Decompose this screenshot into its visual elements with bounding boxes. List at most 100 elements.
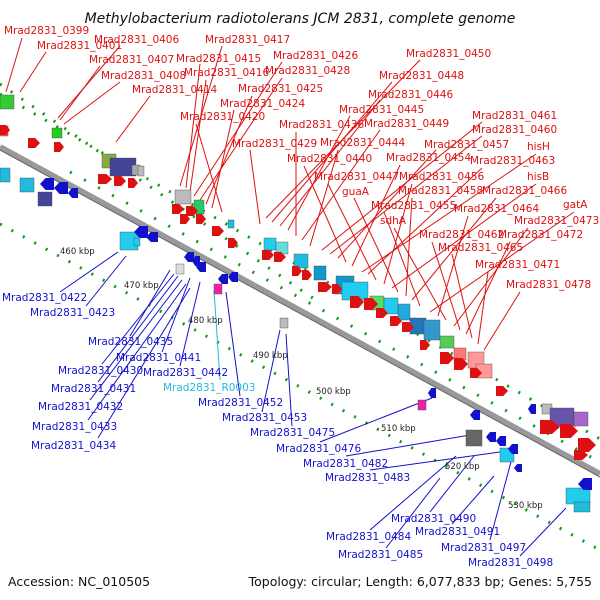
gene-label[interactable]: Mrad2831_0449 [364, 118, 449, 130]
leader-line [353, 197, 399, 293]
gene-block [19, 177, 35, 193]
gene-label[interactable]: Mrad2831_0440 [287, 153, 372, 165]
leader-line [199, 77, 283, 201]
gene-label[interactable]: Mrad2831_0455 [371, 200, 456, 212]
gene-label[interactable]: Mrad2831_0415 [176, 53, 261, 65]
forward-gene-arrow [364, 298, 378, 310]
gene-label[interactable]: Mrad2831_0433 [32, 421, 117, 433]
gene-label[interactable]: Mrad2831_0485 [338, 549, 423, 561]
gene-label[interactable]: Mrad2831_0450 [406, 48, 491, 60]
gene-label[interactable]: Mrad2831_0461 [472, 110, 557, 122]
gene-label[interactable]: Mrad2831_0446 [368, 89, 453, 101]
reverse-gene-arrow [496, 436, 506, 446]
leader-line [205, 95, 253, 205]
gene-label[interactable]: Mrad2831_0458 [398, 185, 483, 197]
rna-gene-label[interactable]: Mrad2831_R0003 [163, 382, 255, 394]
leader-line [87, 283, 187, 421]
gene-label[interactable]: Mrad2831_0465 [438, 242, 523, 254]
gene-label[interactable]: Mrad2831_0447 [314, 171, 399, 183]
gene-label[interactable]: Mrad2831_0428 [265, 65, 350, 77]
gene-label[interactable]: Mrad2831_0435 [88, 336, 173, 348]
gene-label[interactable]: hisB [527, 171, 549, 183]
leader-line [161, 277, 191, 353]
gene-label[interactable]: Mrad2831_0431 [51, 383, 136, 395]
gene-label[interactable]: Mrad2831_0460 [472, 124, 557, 136]
gene-label[interactable]: Mrad2831_0442 [143, 367, 228, 379]
gene-label[interactable]: hisH [527, 141, 550, 153]
gene-label[interactable]: Mrad2831_0424 [220, 98, 305, 110]
leader-line [195, 123, 223, 213]
leader-line [115, 95, 151, 143]
gene-block [227, 219, 235, 229]
gene-label[interactable]: Mrad2831_0426 [273, 50, 358, 62]
gene-label[interactable]: Mrad2831_0491 [415, 526, 500, 538]
forward-gene-arrow [540, 420, 560, 434]
gene-block [213, 283, 223, 295]
gene-label[interactable]: Mrad2831_0406 [94, 34, 179, 46]
gene-label[interactable]: Mrad2831_0463 [470, 155, 555, 167]
gene-label[interactable]: Mrad2831_0407 [89, 54, 174, 66]
gene-label[interactable]: Mrad2831_0432 [38, 401, 123, 413]
gene-label[interactable]: Mrad2831_0457 [424, 139, 509, 151]
gene-label[interactable]: Mrad2831_0490 [391, 513, 476, 525]
gene-label[interactable]: Mrad2831_0414 [132, 84, 217, 96]
gene-label[interactable]: gatA [563, 199, 588, 211]
leader-line [369, 455, 457, 531]
gene-label[interactable]: Mrad2831_0399 [4, 25, 89, 37]
forward-gene-labels: Mrad2831_0399 Mrad2831_0401 Mrad2831_040… [4, 25, 599, 291]
gene-label[interactable]: Mrad2831_0472 [498, 229, 583, 241]
forward-gene-arrow [390, 316, 402, 326]
gene-block [397, 303, 411, 321]
gene-label[interactable]: Mrad2831_0456 [399, 171, 484, 183]
gene-label[interactable]: Mrad2831_0482 [303, 458, 388, 470]
gene-label[interactable]: Mrad2831_0484 [326, 531, 411, 543]
gene-label[interactable]: Mrad2831_0430 [58, 365, 143, 377]
gene-label[interactable]: Mrad2831_0462 [419, 229, 504, 241]
kbp-labels: 460 kbp 470 kbp 480 kbp 490 kbp 500 kbp … [60, 247, 543, 511]
reverse-gene-arrow [134, 226, 148, 238]
gene-label[interactable]: sdhA [380, 215, 407, 227]
gene-label[interactable]: Mrad2831_0454 [386, 152, 471, 164]
gene-label[interactable]: Mrad2831_0453 [222, 412, 307, 424]
gene-label[interactable]: Mrad2831_0464 [454, 203, 539, 215]
gene-label[interactable]: Mrad2831_0434 [31, 440, 116, 452]
leader-line [97, 287, 191, 439]
leader-line [211, 109, 235, 209]
gene-label[interactable]: Mrad2831_0417 [205, 34, 290, 46]
gene-label[interactable]: Mrad2831_0441 [116, 352, 201, 364]
gene-label[interactable]: guaA [342, 186, 370, 198]
gene-block [0, 167, 11, 183]
leader-line [301, 129, 381, 241]
gene-label[interactable]: Mrad2831_0422 [2, 292, 87, 304]
gene-block [573, 411, 589, 427]
forward-gene-arrow [196, 214, 206, 224]
gene-label[interactable]: Mrad2831_0497 [441, 542, 526, 554]
leader-line [59, 65, 101, 121]
gene-label[interactable]: Mrad2831_0448 [379, 70, 464, 82]
gene-label[interactable]: Mrad2831_0420 [180, 111, 265, 123]
gene-label[interactable]: Mrad2831_0466 [482, 185, 567, 197]
gene-label[interactable]: Mrad2831_0416 [184, 67, 269, 79]
gene-label[interactable]: Mrad2831_0452 [198, 397, 283, 409]
gene-label[interactable]: Mrad2831_0423 [30, 307, 115, 319]
gene-label[interactable]: Mrad2831_0473 [514, 215, 599, 227]
leader-line [179, 281, 201, 367]
gene-label[interactable]: Mrad2831_0408 [101, 70, 186, 82]
gene-label[interactable]: Mrad2831_0483 [325, 472, 410, 484]
reverse-gene-arrow [196, 262, 206, 272]
leader-line [85, 255, 127, 307]
gene-label[interactable]: Mrad2831_0429 [232, 138, 317, 150]
gene-label[interactable]: Mrad2831_0445 [339, 104, 424, 116]
gene-label[interactable]: Mrad2831_0476 [276, 443, 361, 455]
gene-label[interactable]: Mrad2831_0436 [279, 119, 364, 131]
gene-block [293, 253, 309, 269]
gene-label[interactable]: Mrad2831_0444 [320, 137, 405, 149]
gene-label[interactable]: Mrad2831_0425 [238, 83, 323, 95]
forward-gene-arrow [402, 322, 414, 332]
gene-label[interactable]: Mrad2831_0478 [506, 279, 591, 291]
gene-label[interactable]: Mrad2831_0475 [250, 427, 335, 439]
gene-label[interactable]: Mrad2831_0401 [37, 40, 122, 52]
reverse-gene-arrow [508, 444, 518, 454]
gene-label[interactable]: Mrad2831_0498 [468, 557, 553, 569]
gene-label[interactable]: Mrad2831_0471 [475, 259, 560, 271]
